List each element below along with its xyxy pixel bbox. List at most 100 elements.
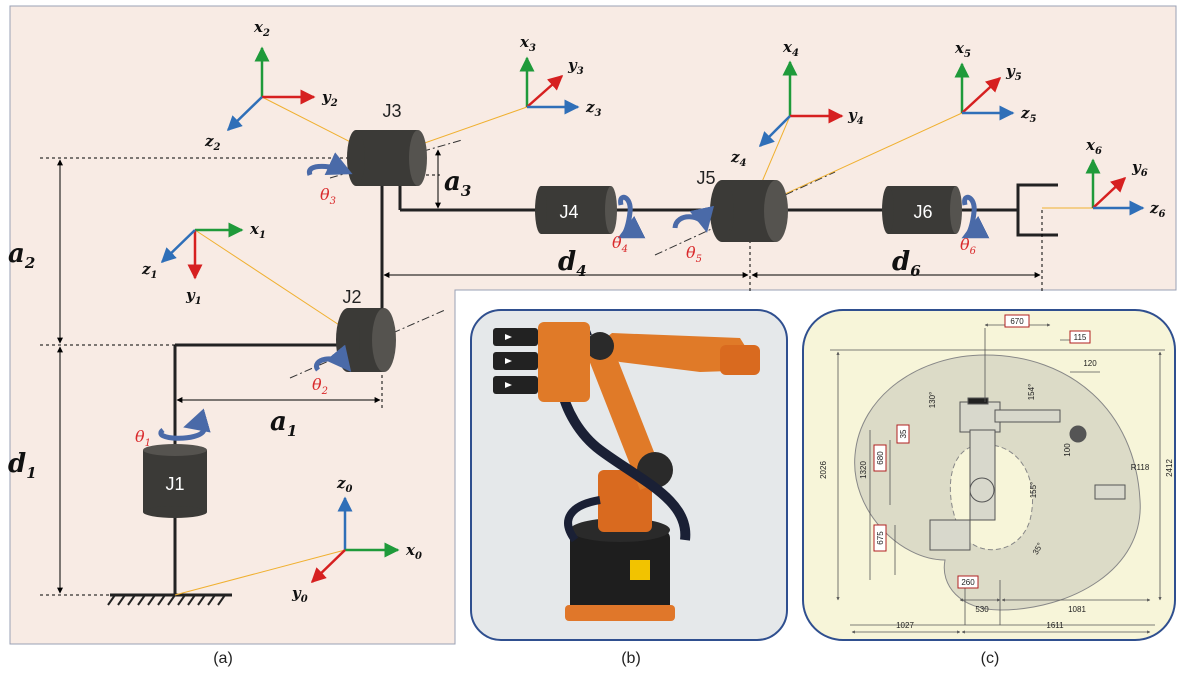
dim-label: 1081 bbox=[1068, 605, 1086, 614]
svg-text:a1: a1 bbox=[270, 407, 297, 440]
angle-base: θ bbox=[135, 427, 145, 446]
dim-label: 2412 bbox=[1165, 459, 1174, 477]
svg-text:θ2: θ2 bbox=[312, 375, 328, 397]
param-base: d bbox=[8, 449, 26, 479]
angle-label: 130° bbox=[928, 392, 937, 409]
svg-text:z3: z3 bbox=[585, 98, 602, 119]
joint-j6: J6 bbox=[882, 186, 962, 234]
axis-label-base: x bbox=[954, 39, 965, 57]
svg-text:y5: y5 bbox=[1005, 62, 1022, 83]
angle-base: θ bbox=[686, 243, 696, 262]
rotation-arrows bbox=[158, 152, 990, 441]
boxed-dimensions bbox=[873, 314, 1091, 589]
param-sub: 2 bbox=[24, 254, 35, 272]
axis-label-sub: 6 bbox=[1159, 209, 1166, 220]
caption-a: (a) bbox=[213, 650, 233, 667]
ground bbox=[107, 593, 232, 606]
axis-label-sub: 5 bbox=[1030, 114, 1037, 125]
svg-text:x5: x5 bbox=[954, 39, 971, 60]
svg-text:z4: z4 bbox=[730, 148, 747, 169]
svg-text:x4: x4 bbox=[782, 38, 799, 59]
angle-sub: 6 bbox=[970, 246, 977, 257]
caption-c: (c) bbox=[980, 650, 1000, 667]
angle-base: θ bbox=[312, 375, 322, 394]
axis-label-sub: 4 bbox=[740, 158, 747, 169]
frame-0 bbox=[310, 496, 400, 584]
dim-label: 2026 bbox=[819, 461, 828, 479]
param-base: d bbox=[558, 247, 576, 277]
joint-j2: J2 bbox=[336, 287, 396, 372]
axis-label-sub: 3 bbox=[577, 66, 584, 77]
dim-label: 1027 bbox=[896, 621, 914, 630]
svg-text:x2: x2 bbox=[253, 18, 270, 39]
axis-label-base: x bbox=[253, 18, 264, 36]
angle-base: θ bbox=[612, 233, 622, 252]
svg-text:θ4: θ4 bbox=[612, 233, 628, 255]
angle-base: θ bbox=[320, 185, 330, 204]
svg-text:y3: y3 bbox=[567, 56, 584, 77]
angle-sub: 3 bbox=[330, 196, 336, 207]
joint-label: J4 bbox=[559, 202, 578, 222]
axis-label-base: z bbox=[336, 474, 346, 492]
drawing-lines bbox=[830, 323, 1165, 634]
frame-5 bbox=[954, 62, 1015, 121]
axis-label-sub: 5 bbox=[964, 49, 971, 60]
svg-text:a2: a2 bbox=[8, 239, 35, 272]
svg-text:z0: z0 bbox=[336, 474, 353, 495]
param-sub: 1 bbox=[287, 422, 297, 440]
svg-text:θ1: θ1 bbox=[135, 427, 151, 449]
dim-label: 1320 bbox=[859, 461, 868, 479]
dim-label: 530 bbox=[975, 605, 989, 614]
svg-text:θ5: θ5 bbox=[686, 243, 702, 265]
panel-b bbox=[470, 309, 788, 641]
angle-sub: 1 bbox=[145, 438, 151, 449]
svg-text:x3: x3 bbox=[519, 33, 536, 54]
svg-text:z1: z1 bbox=[141, 260, 158, 281]
param-sub: 1 bbox=[26, 464, 36, 482]
axis-label-sub: 4 bbox=[857, 116, 864, 127]
axis-label-base: y bbox=[847, 106, 858, 124]
axis-label-base: y bbox=[1131, 158, 1142, 176]
dim-label: 120 bbox=[1083, 359, 1097, 368]
angle-sub: 2 bbox=[321, 386, 328, 397]
svg-text:x6: x6 bbox=[1085, 136, 1102, 157]
svg-text:y0: y0 bbox=[291, 584, 308, 605]
axis-label-base: z bbox=[141, 260, 151, 278]
frame-2 bbox=[226, 46, 316, 132]
axis-label-sub: 6 bbox=[1095, 146, 1102, 157]
gripper bbox=[1016, 183, 1058, 237]
joint-label: J5 bbox=[696, 168, 715, 188]
joint-label: J6 bbox=[913, 202, 932, 222]
axis-label-sub: 3 bbox=[595, 108, 602, 119]
axis-label-base: z bbox=[730, 148, 740, 166]
param-sub: 6 bbox=[910, 262, 921, 280]
caption-b: (b) bbox=[621, 650, 641, 667]
axis-label-base: x bbox=[249, 220, 260, 238]
svg-text:x0: x0 bbox=[405, 541, 422, 562]
axis-label-sub: 5 bbox=[1015, 72, 1022, 83]
axis-label-base: x bbox=[782, 38, 793, 56]
axis-label-sub: 0 bbox=[301, 594, 308, 605]
frame-1 bbox=[160, 222, 244, 280]
axis-label-base: y bbox=[185, 286, 196, 304]
panel-c: 670 115 120 35 680 1320 2026 675 260 530… bbox=[802, 309, 1176, 641]
angle-labels: θ1 θ2 θ3 θ4 θ5 θ6 bbox=[135, 185, 977, 449]
dim-label: 1611 bbox=[1046, 621, 1064, 630]
axis-label-sub: 2 bbox=[330, 98, 338, 109]
svg-text:y6: y6 bbox=[1131, 158, 1148, 179]
axis-label-sub: 6 bbox=[1141, 168, 1148, 179]
axis-label-base: z bbox=[204, 132, 214, 150]
axis-label-sub: 1 bbox=[259, 230, 266, 241]
joint-label: J3 bbox=[382, 101, 401, 121]
axis-label-base: x bbox=[1085, 136, 1096, 154]
dim-label: 670 bbox=[1010, 317, 1024, 326]
axis-label-sub: 1 bbox=[195, 296, 202, 307]
frame-4 bbox=[758, 60, 844, 148]
param-base: a bbox=[8, 239, 25, 269]
axis-label-sub: 2 bbox=[262, 28, 270, 39]
joint-j5: J5 bbox=[696, 168, 788, 242]
svg-text:θ6: θ6 bbox=[960, 235, 977, 257]
axis-label-sub: 3 bbox=[529, 43, 536, 54]
svg-text:x1: x1 bbox=[249, 220, 266, 241]
